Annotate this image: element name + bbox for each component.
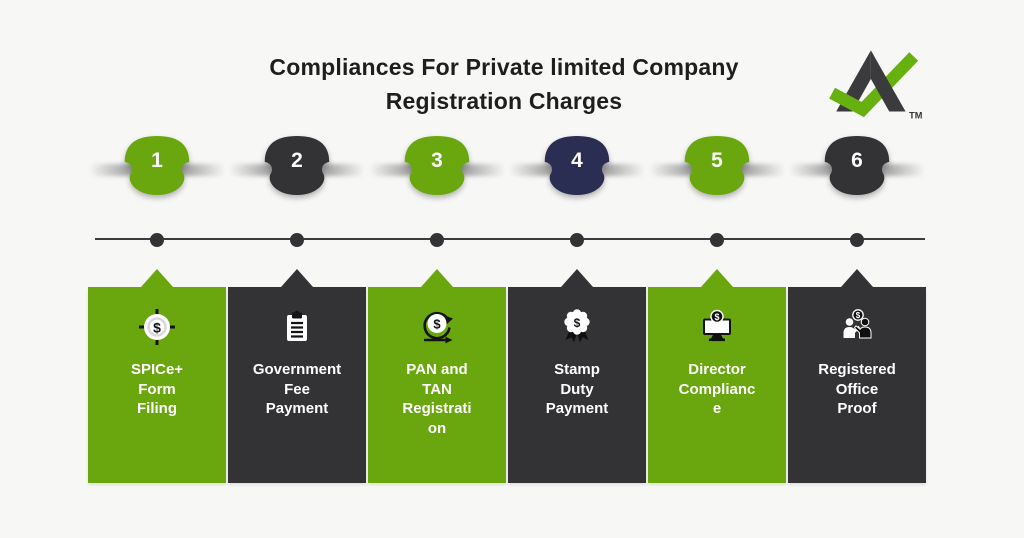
trademark-label: TM bbox=[909, 111, 923, 121]
monitor-dollar-icon: $ bbox=[697, 307, 737, 347]
step-number: 2 bbox=[291, 149, 303, 172]
card-arrow-up bbox=[841, 269, 873, 287]
step-card-pan-tan-registration: $ PAN and TAN Registrati on bbox=[368, 269, 506, 483]
badge-shape-icon bbox=[824, 136, 890, 195]
card-arrow-up bbox=[281, 269, 313, 287]
page-title: Compliances For Private limited Company … bbox=[0, 50, 1016, 118]
svg-text:$: $ bbox=[574, 316, 581, 330]
card-arrow-up bbox=[421, 269, 453, 287]
timeline-dot bbox=[850, 233, 864, 247]
step-badge-2: 2 bbox=[262, 136, 332, 195]
title-line-1: Compliances For Private limited Company bbox=[269, 54, 739, 80]
timeline-dot bbox=[710, 233, 724, 247]
timeline-dot bbox=[290, 233, 304, 247]
step-number: 6 bbox=[851, 149, 863, 172]
timeline-line bbox=[95, 238, 925, 240]
partnership-dollar-icon: $ bbox=[837, 307, 877, 347]
target-dollar-icon: $ bbox=[137, 307, 177, 347]
step-badge-1: 1 bbox=[122, 136, 192, 195]
badge-shape-icon bbox=[404, 136, 470, 195]
card-label: Government Fee Payment bbox=[252, 361, 342, 417]
award-dollar-icon: $ bbox=[557, 307, 597, 347]
step-card-registered-office-proof: $ Registered Office Proof bbox=[788, 269, 926, 483]
brand-logo: TM bbox=[826, 42, 928, 124]
timeline-dot bbox=[570, 233, 584, 247]
clipboard-icon bbox=[277, 307, 317, 347]
logo-checkmark-icon: TM bbox=[829, 50, 923, 121]
step-badge-3: 3 bbox=[402, 136, 472, 195]
svg-text:$: $ bbox=[856, 311, 861, 320]
step-card-spice-form-filing: $ SPICe+ Form Filing bbox=[88, 269, 226, 483]
timeline-dot bbox=[430, 233, 444, 247]
step-badge-4: 4 bbox=[542, 136, 612, 195]
refresh-dollar-icon: $ bbox=[417, 307, 457, 347]
badge-shape-icon bbox=[684, 136, 750, 195]
badge-shape-icon bbox=[544, 136, 610, 195]
card-label: PAN and TAN Registrati on bbox=[402, 361, 472, 437]
step-card-director-compliance: $ Director Complianc e bbox=[648, 269, 786, 483]
card-label: Registered Office Proof bbox=[818, 361, 896, 417]
step-number: 3 bbox=[431, 149, 443, 172]
step-badge-5: 5 bbox=[682, 136, 752, 195]
svg-text:$: $ bbox=[153, 320, 161, 336]
card-arrow-up bbox=[561, 269, 593, 287]
card-label: Director Complianc e bbox=[678, 361, 756, 417]
timeline-dot bbox=[150, 233, 164, 247]
step-badge-6: 6 bbox=[822, 136, 892, 195]
svg-text:$: $ bbox=[714, 312, 719, 322]
card-arrow-up bbox=[141, 269, 173, 287]
badge-shape-icon bbox=[264, 136, 330, 195]
card-label: Stamp Duty Payment bbox=[545, 361, 609, 417]
step-card-government-fee-payment: Government Fee Payment bbox=[228, 269, 366, 483]
svg-text:$: $ bbox=[433, 317, 441, 332]
step-number: 1 bbox=[151, 149, 163, 172]
title-line-2: Registration Charges bbox=[385, 88, 623, 114]
badge-shape-icon bbox=[124, 136, 190, 195]
step-number: 5 bbox=[711, 149, 723, 172]
step-card-stamp-duty-payment: $ Stamp Duty Payment bbox=[508, 269, 646, 483]
card-label: SPICe+ Form Filing bbox=[130, 361, 184, 417]
step-number: 4 bbox=[571, 149, 583, 172]
card-arrow-up bbox=[701, 269, 733, 287]
